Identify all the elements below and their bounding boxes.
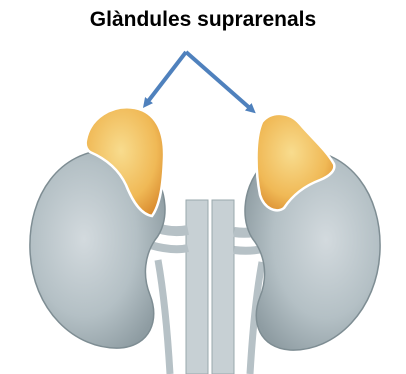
pointer-arrows	[146, 52, 252, 110]
arrow-left	[146, 52, 186, 104]
arrow-right	[186, 52, 252, 110]
